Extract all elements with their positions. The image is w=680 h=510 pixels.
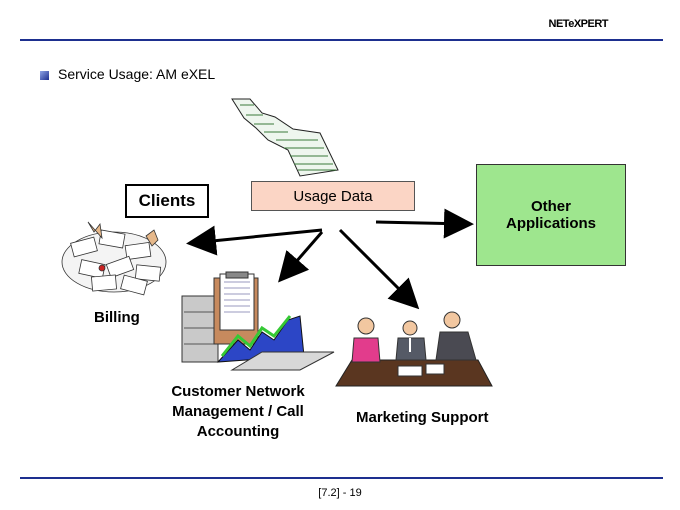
customer-network-line3: Accounting — [196, 423, 280, 440]
other-applications-line1: Other — [530, 198, 571, 215]
customer-network-label: Customer Network Management / Call Accou… — [158, 382, 318, 442]
other-applications-box: Other Applications — [476, 164, 626, 266]
clients-label: Clients — [125, 184, 209, 218]
top-rule — [20, 39, 663, 41]
billing-label: Billing — [94, 309, 140, 326]
customer-network-line2: Management / Call — [172, 403, 304, 420]
arrow-to-customer-network — [278, 231, 324, 283]
slide-subtitle: Service Usage: AM eXEL — [58, 66, 216, 82]
usage-data-stream-icon — [231, 98, 339, 177]
customer-network-line1: Customer Network — [171, 383, 305, 400]
page-number: [7.2] - 19 — [318, 487, 362, 499]
usage-data-box: Usage Data — [251, 181, 415, 211]
other-applications-line2: Applications — [505, 215, 596, 232]
bottom-rule — [20, 477, 663, 479]
network-management-chart-icon — [181, 271, 335, 371]
bullet-icon — [40, 71, 49, 80]
arrow-to-other-applications — [375, 208, 474, 239]
marketing-support-label: Marketing Support — [356, 409, 489, 426]
billing-invoices-icon — [61, 221, 167, 296]
arrow-to-billing — [186, 225, 323, 256]
marketing-meeting-icon — [335, 311, 493, 387]
arrow-to-marketing — [338, 228, 420, 310]
brand-logo: NETeXPERT — [548, 18, 609, 30]
